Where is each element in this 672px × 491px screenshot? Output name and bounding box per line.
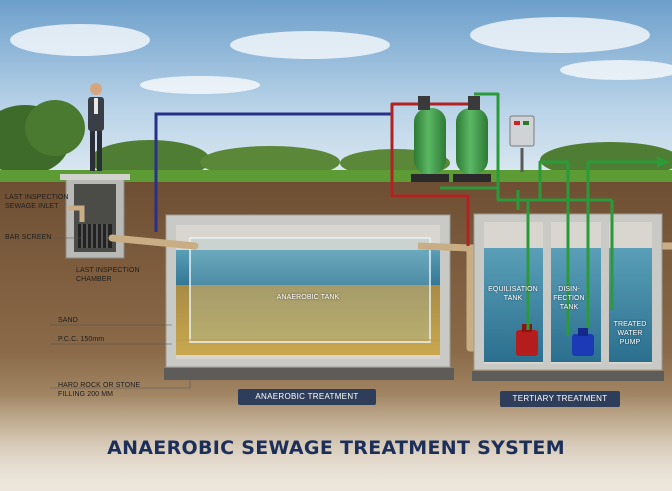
label-equalisation-tank: EQUILISATION TANK: [488, 286, 538, 302]
engineer-figure: [88, 83, 104, 171]
grass: [0, 170, 672, 184]
pressure-sand-filter: [411, 96, 449, 182]
disinfection-pump-icon: [572, 328, 594, 356]
label-anaerobic-tank: ANAEROBIC TANK: [276, 294, 340, 301]
green-pipes: [440, 92, 660, 336]
activated-carbon-filter: [453, 96, 491, 182]
bar-screen-icon: [78, 224, 112, 248]
label-bar-screen: BAR SCREEN: [5, 234, 52, 241]
control-panel-icon: [509, 115, 535, 172]
label-treated-water-pump: TREATED WATER PUMP: [613, 321, 647, 346]
chamber-to-tank-pipe: [108, 234, 199, 250]
biogas-pipe-blue: [154, 112, 392, 232]
label-sand: SAND: [58, 317, 78, 324]
label-hard-rock: HARD ROCK OR STONE FILLING 200 MM: [58, 382, 141, 398]
pressure-pipe-red: [390, 102, 470, 246]
label-disinfection-tank: DISIN-FECTION TANK: [553, 286, 585, 311]
label-last-inspection-chamber: LAST INSPECTION CHAMBER: [76, 267, 140, 283]
banner-tertiary-treatment: TERTIARY TREATMENT: [500, 391, 620, 407]
outflow-arrow-icon: [657, 156, 670, 168]
stone-filling-anaerobic: [164, 368, 454, 380]
banner-anaerobic-treatment: ANAEROBIC TREATMENT: [238, 389, 376, 405]
label-pcc: P.C.C. 150mm: [58, 336, 105, 343]
stone-filling-tertiary: [472, 371, 664, 381]
soil-fade: [0, 395, 672, 491]
clouds: [10, 17, 672, 94]
label-last-inspection-inlet: LAST INSPECTION SEWAGE INLET: [5, 194, 69, 210]
leader-lines: [48, 237, 191, 389]
page-title: ANAEROBIC SEWAGE TREATMENT SYSTEM: [107, 437, 565, 459]
anaerobic-tank-structure: [165, 214, 451, 368]
sewage-inlet-pipe: [68, 205, 85, 222]
